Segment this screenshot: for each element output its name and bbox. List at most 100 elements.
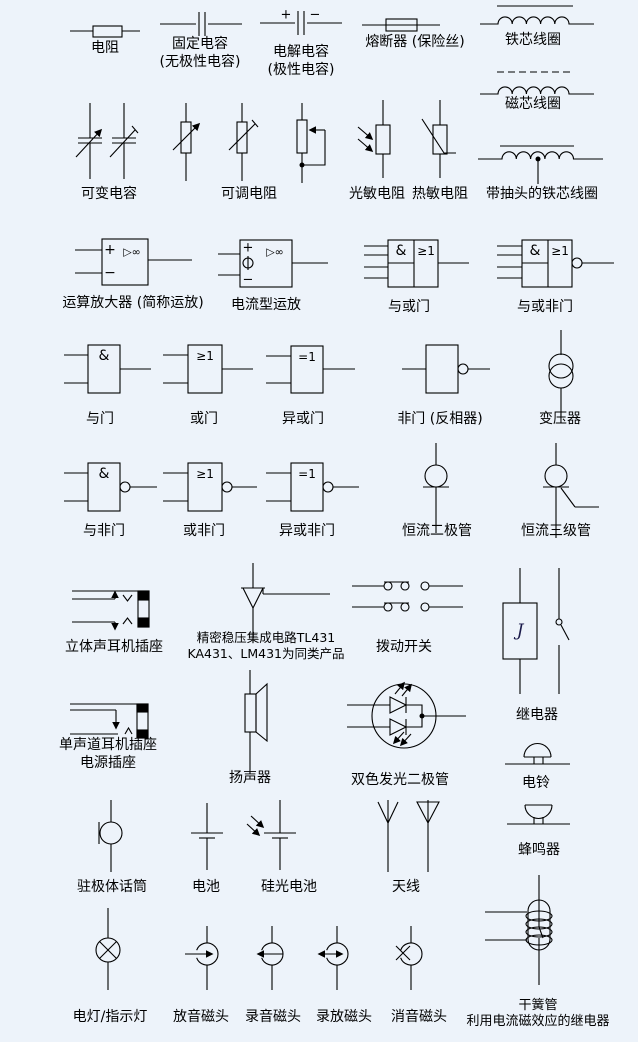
- or-gate-symbol: ≥1: [158, 342, 255, 397]
- xnor-gate-symbol: =1: [262, 460, 362, 515]
- constant-current-diode-symbol: [420, 443, 454, 535]
- mono-headphone-jack-label: 单声道耳机插座 电源插座: [59, 737, 157, 771]
- iron-core-coil-icon: [480, 5, 594, 25]
- electrolytic-capacitor-icon: + −: [260, 8, 342, 35]
- record-playback-head-icon: [317, 926, 349, 990]
- fuse-label: 熔断器 (保险丝): [365, 34, 465, 50]
- and-gate-icon: &: [64, 344, 151, 394]
- transformer-icon: [548, 330, 574, 416]
- and-gate-symbol: &: [60, 342, 155, 397]
- electric-bell-label: 电铃: [522, 775, 550, 791]
- or-glyph: ≥1: [196, 467, 214, 481]
- constant-current-transistor-label: 恒流三级管: [521, 523, 591, 539]
- erase-head-label: 消音磁头: [391, 1009, 447, 1025]
- stereo-headphone-jack-icon: [72, 590, 150, 631]
- not-gate-label: 非门 (反相器): [397, 411, 483, 427]
- electric-bell-symbol: [503, 741, 573, 767]
- and-or-gate-icon: & ≥1: [364, 239, 469, 288]
- electret-microphone-icon: [98, 800, 123, 872]
- battery-label: 电池: [192, 879, 220, 895]
- nand-gate-label: 与非门: [83, 523, 125, 539]
- recording-head-icon: [256, 926, 284, 990]
- plus-glyph: +: [281, 8, 292, 23]
- silicon-photocell-icon: [246, 800, 296, 870]
- xor-gate-label: 异或门: [282, 411, 324, 427]
- thermistor-label: 热敏电阻: [412, 186, 468, 202]
- or-gate-label: 或门: [190, 411, 218, 427]
- photoresistor-label: 光敏电阻: [349, 186, 405, 202]
- and-or-gate-symbol: & ≥1: [352, 234, 470, 294]
- op-amp-icon: + − ▷∞: [75, 238, 192, 286]
- bicolor-led-icon: [347, 681, 466, 749]
- silicon-photocell-label: 硅光电池: [261, 879, 317, 895]
- buzzer-symbol: [503, 801, 573, 827]
- constant-current-diode-label: 恒流二极管: [402, 523, 472, 539]
- magnetic-core-coil-symbol: [478, 64, 594, 100]
- and-glyph: &: [530, 243, 541, 259]
- antenna-label: 天线: [392, 879, 420, 895]
- electrolytic-capacitor-symbol: + −: [258, 8, 344, 36]
- variable-capacitor-icon: [75, 103, 139, 179]
- and-glyph: &: [99, 348, 110, 364]
- constant-current-transistor-symbol: [535, 443, 607, 540]
- current-op-amp-symbol: + − ▷∞: [215, 235, 330, 293]
- adjustable-resistor-icon: [172, 103, 326, 183]
- thermistor-icon: [421, 100, 456, 178]
- lamp-indicator-symbol: [82, 908, 134, 990]
- xor-gate-icon: =1: [266, 345, 355, 394]
- stereo-headphone-jack-label: 立体声耳机插座: [65, 639, 163, 655]
- tapped-iron-core-coil-symbol: [470, 138, 605, 186]
- variable-capacitor-label: 可变电容: [81, 186, 137, 202]
- photoresistor-icon: [357, 100, 391, 178]
- and-glyph: &: [396, 243, 407, 259]
- precision-regulator-label: 精密稳压集成电路TL431 KA431、LM431为同类产品: [187, 630, 345, 661]
- antenna-symbol: [370, 798, 448, 874]
- speaker-icon: [244, 670, 268, 770]
- nor-gate-label: 或非门: [183, 523, 225, 539]
- not-gate-symbol: [398, 342, 492, 397]
- and-gate-label: 与门: [86, 411, 114, 427]
- and-or-not-gate-symbol: & ≥1: [486, 234, 618, 294]
- battery-symbol: [190, 803, 226, 873]
- mono-headphone-jack-symbol: [65, 695, 155, 743]
- antenna-icon: [377, 800, 440, 872]
- variable-capacitor-symbol: [72, 103, 144, 181]
- playback-head-label: 放音磁头: [173, 1009, 229, 1025]
- electret-microphone-symbol: [85, 800, 140, 875]
- or-glyph: ≥1: [196, 349, 214, 363]
- toggle-switch-label: 拨动开关: [376, 639, 432, 655]
- speaker-label: 扬声器: [229, 770, 271, 786]
- recording-head-label: 录音磁头: [245, 1009, 301, 1025]
- nand-gate-symbol: &: [60, 460, 160, 515]
- magnetic-core-coil-label: 磁芯线圈: [505, 96, 561, 112]
- tapped-iron-core-coil-icon: [478, 145, 603, 184]
- precision-regulator-icon: [241, 563, 330, 643]
- battery-icon: [191, 803, 223, 870]
- transformer-label: 变压器: [539, 411, 581, 427]
- iron-core-coil-symbol: [478, 4, 594, 30]
- or-glyph: ≥1: [417, 244, 435, 258]
- xor-gate-symbol: =1: [262, 342, 357, 397]
- xor-glyph: =1: [298, 467, 316, 481]
- magnetic-core-coil-icon: [480, 71, 594, 95]
- resistor-symbol: [68, 23, 142, 39]
- nand-gate-icon: &: [64, 462, 157, 512]
- precision-regulator-symbol: [225, 563, 335, 645]
- bicolor-led-symbol: [340, 678, 468, 758]
- fixed-capacitor-icon: [160, 12, 242, 36]
- iron-core-coil-label: 铁芯线圈: [505, 32, 561, 48]
- lamp-indicator-icon: [95, 908, 121, 990]
- record-playback-head-symbol: [312, 925, 368, 991]
- toggle-switch-symbol: [350, 578, 466, 618]
- opamp-glyph: ▷∞: [266, 246, 284, 259]
- erase-head-icon: [395, 926, 423, 990]
- mono-headphone-jack-icon: [70, 703, 149, 739]
- minus-glyph: −: [104, 265, 116, 281]
- electric-bell-icon: [505, 742, 570, 765]
- adjustable-resistor-label: 可调电阻: [221, 186, 277, 202]
- plus-glyph: +: [104, 242, 116, 258]
- buzzer-icon: [507, 804, 570, 825]
- playback-head-icon: [185, 926, 219, 990]
- or-glyph: ≥1: [551, 244, 569, 258]
- current-op-amp-icon: + − ▷∞: [218, 239, 328, 288]
